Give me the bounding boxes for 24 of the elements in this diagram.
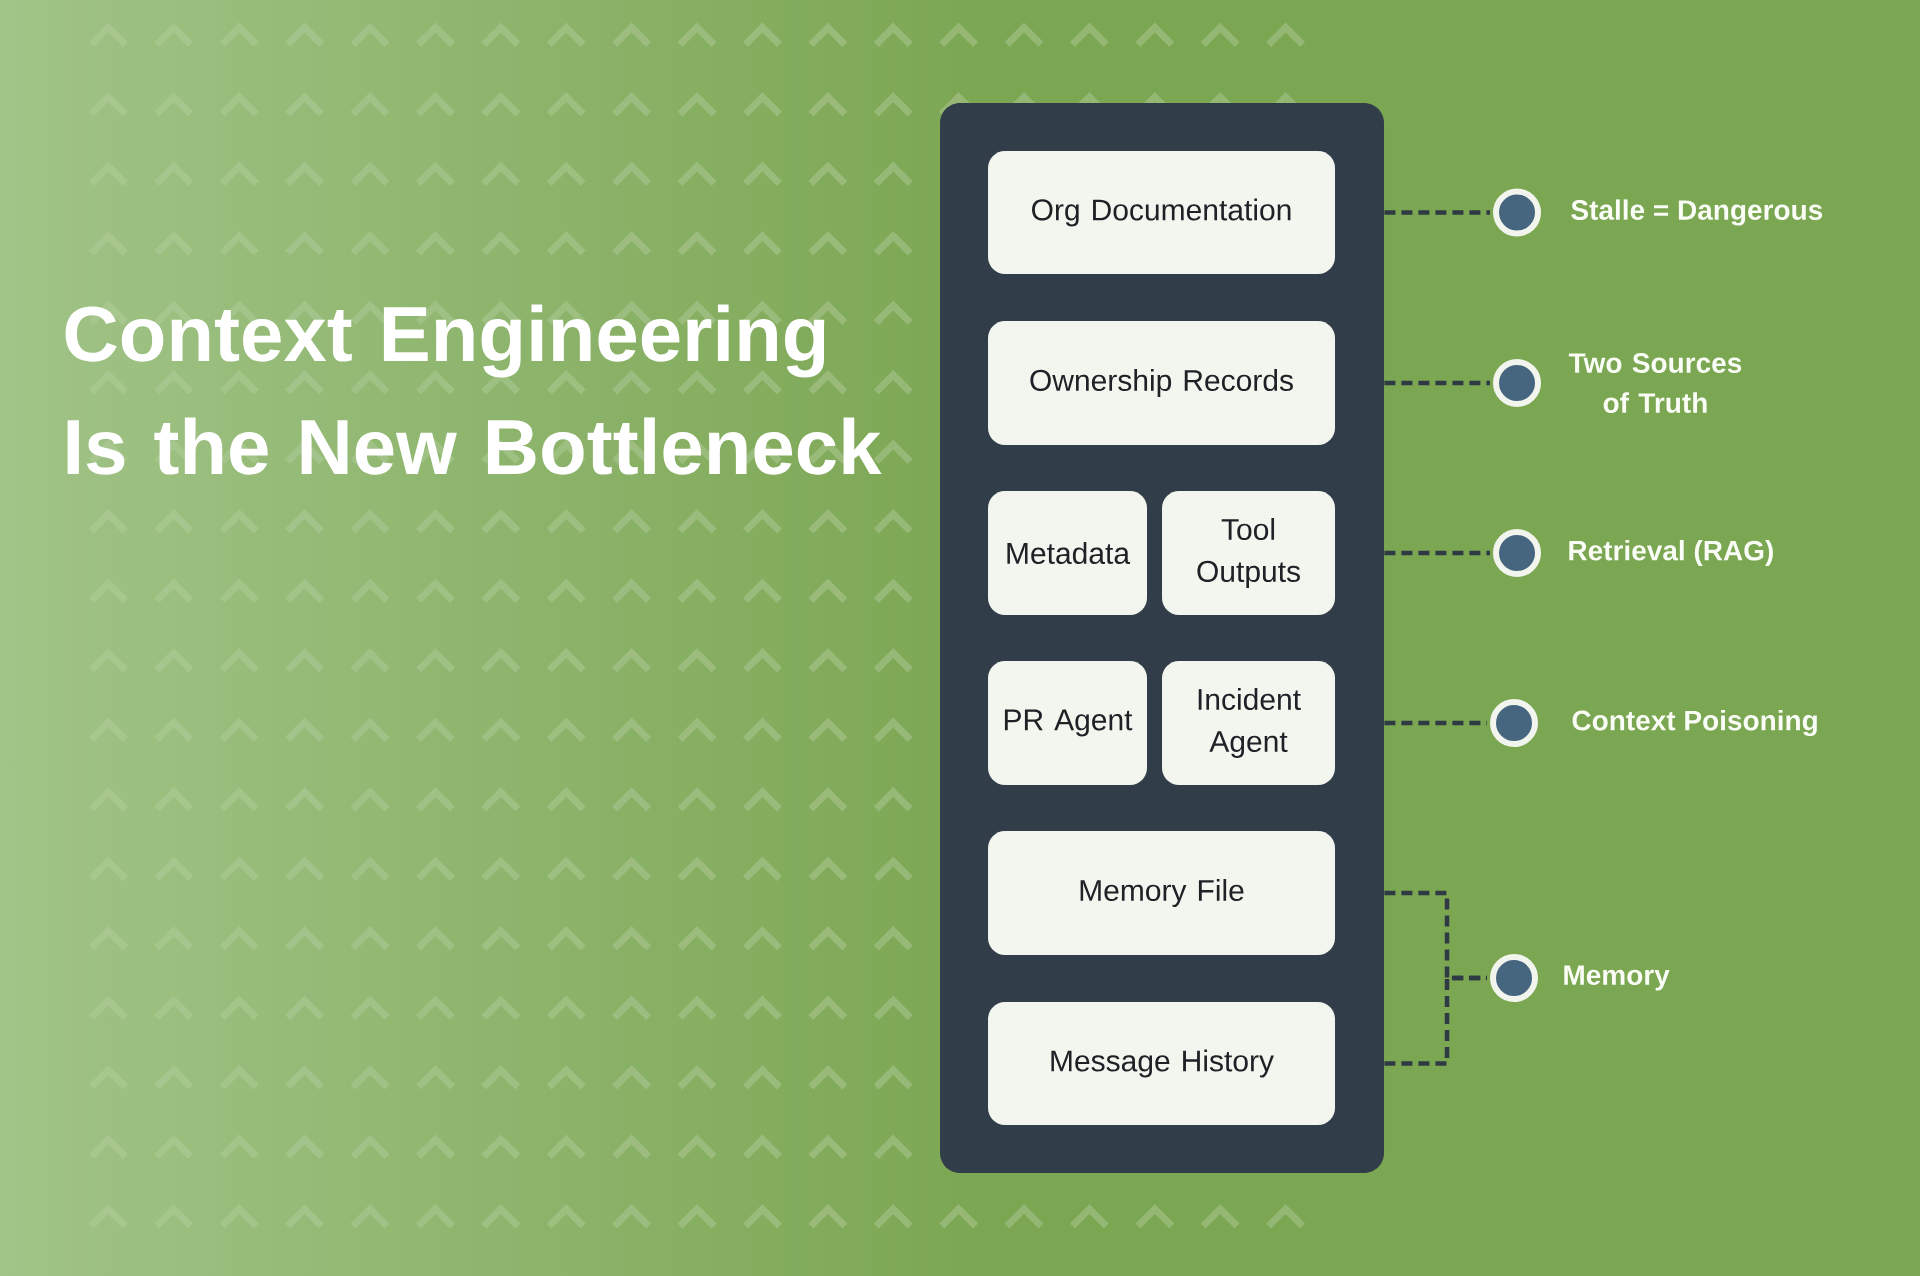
dashed-connector <box>1384 975 1487 1066</box>
circle-marker <box>1493 188 1541 237</box>
circle-marker <box>1490 699 1538 747</box>
dashed-connector <box>1384 380 1490 386</box>
text-box: Metadata <box>988 491 1147 615</box>
dashed-connector <box>1384 210 1490 215</box>
marker-label: Memory <box>1564 965 1670 991</box>
dashed-connector <box>1384 720 1487 726</box>
text-box: Message History <box>988 1002 1335 1125</box>
text-box: Tool Outputs <box>1162 491 1335 615</box>
text-box: Ownership Records <box>988 321 1335 445</box>
text-box: Memory File <box>988 831 1335 955</box>
title: Context Engineering Is the New Bottleneck <box>65 304 882 475</box>
circle-marker <box>1490 954 1538 1002</box>
circle-marker <box>1493 359 1541 407</box>
text-box: Incident Agent <box>1162 661 1335 785</box>
text-box: PR Agent <box>988 661 1147 785</box>
marker-label: Two Sources of Truth <box>1568 353 1742 413</box>
marker-label: Context Poisoning <box>1572 709 1817 737</box>
marker-label: Stalle = Dangerous <box>1571 199 1823 226</box>
circle-marker <box>1493 529 1541 577</box>
marker-label: Retrieval (RAG) <box>1569 539 1773 567</box>
text-box: Org Documentation <box>988 151 1335 274</box>
dashed-connector <box>1384 550 1490 556</box>
